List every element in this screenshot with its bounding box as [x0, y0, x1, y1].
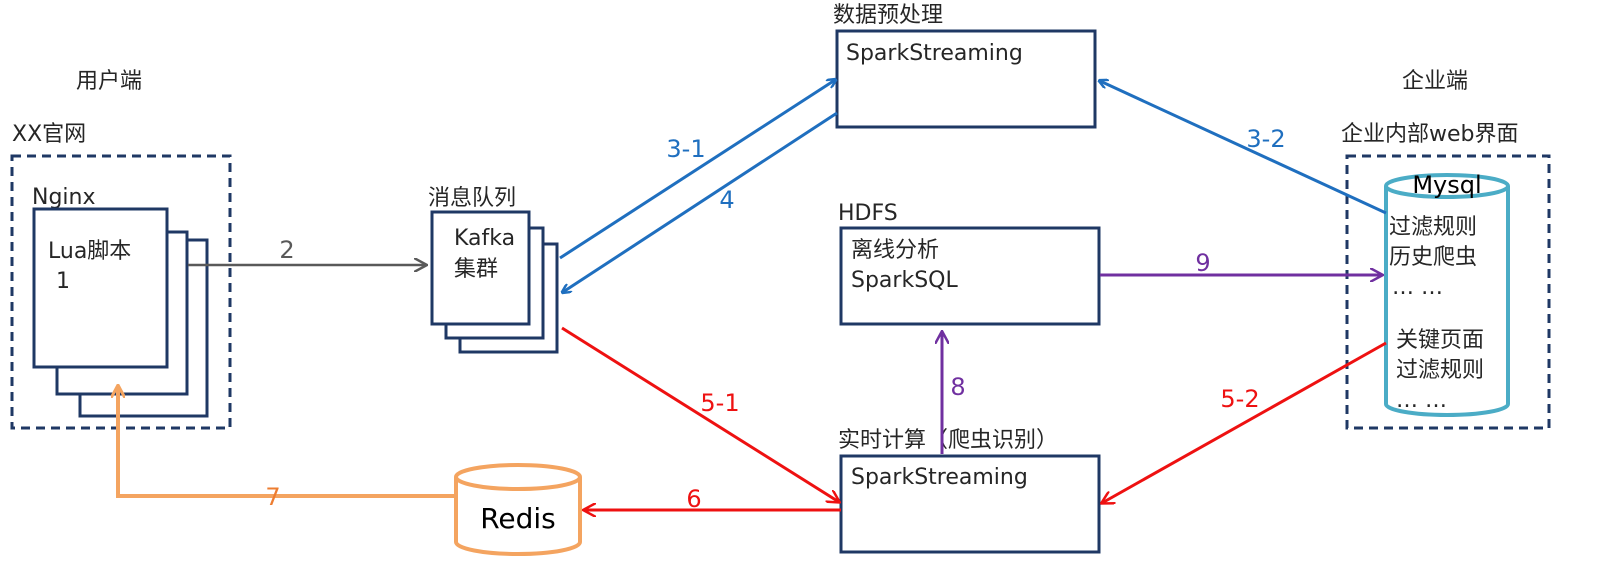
arrow-5-2 — [1102, 341, 1387, 503]
arrow-8-label: 8 — [950, 373, 965, 401]
redis-label: Redis — [480, 502, 556, 535]
arrow-9-label: 9 — [1195, 249, 1210, 277]
arrow-3-1 — [559, 80, 835, 260]
arrow-4-label: 4 — [719, 186, 734, 214]
mysql-label: Mysql — [1412, 171, 1481, 199]
realtime-box-text: SparkStreaming — [851, 465, 1028, 490]
arrow-3-2 — [1100, 81, 1387, 215]
arrow-5-1 — [561, 326, 839, 502]
realtime-title: 实时计算（爬虫识别） — [838, 428, 1058, 453]
mysql-line-key-pages: 关键页面 — [1396, 328, 1484, 353]
enterprise-web-label: 企业内部web界面 — [1341, 122, 1519, 147]
kafka-line2: 集群 — [454, 257, 498, 282]
hdfs-line1: 离线分析 — [851, 238, 939, 263]
nginx-box-front — [32, 207, 169, 369]
kafka-box-front — [430, 210, 531, 326]
kafka-line1: Kafka — [454, 226, 515, 251]
mysql-line-ellipsis-1: … … — [1392, 275, 1443, 300]
site-dashed-frame — [10, 154, 232, 430]
mysql-line-filter-rules: 过滤规则 — [1389, 215, 1477, 240]
arrow-7 — [118, 386, 456, 498]
redis-cylinder — [454, 463, 582, 556]
preprocess-title: 数据预处理 — [833, 3, 943, 28]
mq-title: 消息队列 — [428, 186, 516, 211]
site-label: XX官网 — [12, 122, 86, 147]
enterprise-dashed-frame — [1345, 154, 1551, 430]
preprocess-box — [835, 29, 1097, 129]
lua-number: 1 — [56, 269, 70, 294]
hdfs-line2: SparkSQL — [851, 268, 958, 293]
arrow-5-2-label: 5-2 — [1220, 385, 1259, 413]
lua-label: Lua脚本 — [48, 239, 131, 264]
arrow-4 — [563, 111, 838, 292]
user-side-title: 用户端 — [76, 69, 142, 94]
mysql-line-ellipsis-2: … … — [1396, 388, 1447, 413]
enterprise-title: 企业端 — [1402, 69, 1468, 94]
preprocess-box-text: SparkStreaming — [846, 41, 1023, 66]
nginx-label: Nginx — [32, 185, 96, 210]
arrow-7-label: 7 — [265, 483, 280, 511]
arrow-5-1-label: 5-1 — [700, 389, 739, 417]
hdfs-title: HDFS — [838, 201, 898, 226]
hdfs-box — [839, 226, 1101, 326]
arrow-3-1-label: 3-1 — [666, 135, 705, 163]
arrow-2-label: 2 — [279, 236, 294, 264]
arrow-6-label: 6 — [686, 485, 701, 513]
mysql-line-filter-rules-2: 过滤规则 — [1396, 358, 1484, 383]
arrow-3-2-label: 3-2 — [1246, 125, 1285, 153]
mysql-line-history-crawlers: 历史爬虫 — [1389, 245, 1477, 270]
mysql-cylinder — [1384, 173, 1510, 417]
